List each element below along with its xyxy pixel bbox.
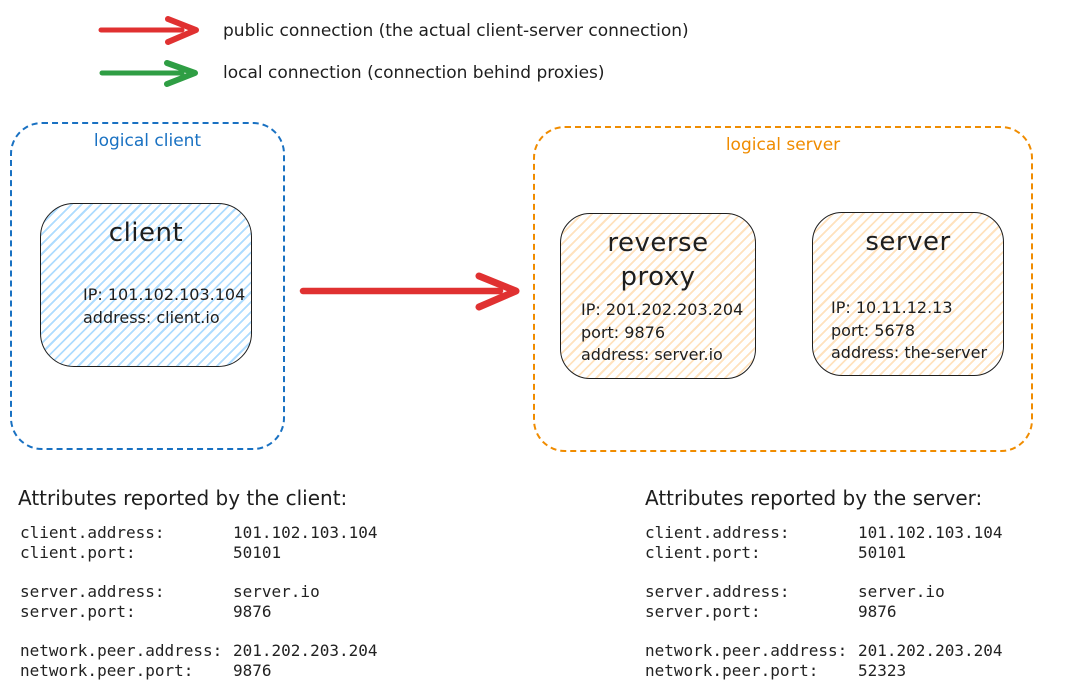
server-attributes-heading: Attributes reported by the server: <box>645 486 983 510</box>
attribute-group: client.address: 101.102.103.104 client.p… <box>20 523 378 563</box>
logical-client-group: logical client <box>10 122 285 450</box>
server-ip: IP: 10.11.12.13 <box>831 298 953 317</box>
local-connection-label: local connection (connection behind prox… <box>223 63 605 83</box>
attribute-label: client.address: <box>645 523 790 542</box>
server-node-title: server <box>865 227 951 257</box>
attribute-value: 50101 <box>858 543 907 562</box>
server-address: address: the-server <box>831 343 988 362</box>
client-attributes-heading: Attributes reported by the client: <box>18 486 348 510</box>
attribute-row: client.address: 101.102.103.104 <box>645 523 1003 543</box>
attribute-row: network.peer.address: 201.202.203.204 <box>645 641 1003 661</box>
attribute-group: network.peer.address: 201.202.203.204 ne… <box>645 641 1003 681</box>
server-node-info: IP: 10.11.12.13 port: 5678 address: the-… <box>831 297 987 365</box>
attribute-row: network.peer.address: 201.202.203.204 <box>20 641 378 661</box>
client-ip: IP: 101.102.103.104 <box>83 285 246 304</box>
proxy-port: port: 9876 <box>581 322 665 342</box>
client-attributes-table: client.address: 101.102.103.104 client.p… <box>20 523 378 691</box>
logical-client-label: logical client <box>93 131 202 151</box>
attribute-row: client.port: 50101 <box>20 543 378 563</box>
server-port: port: 5678 <box>831 320 915 340</box>
attribute-row: server.address: server.io <box>645 582 1003 602</box>
proxy-ip: IP: 201.202.203.204 <box>581 300 744 319</box>
reverse-proxy-node-title: reverse proxy <box>607 228 709 292</box>
server-attributes-table: client.address: 101.102.103.104 client.p… <box>645 523 1003 691</box>
proxy-address: address: server.io <box>581 345 723 364</box>
attribute-row: server.address: server.io <box>20 582 378 602</box>
attribute-label: network.peer.port: <box>20 661 194 680</box>
attribute-row: server.port: 9876 <box>20 602 378 622</box>
attribute-label: client.port: <box>645 543 761 562</box>
attribute-value: server.io <box>858 582 945 601</box>
attribute-group: server.address: server.io server.port: 9… <box>645 582 1003 622</box>
attribute-label: network.peer.port: <box>645 661 819 680</box>
attribute-value: 9876 <box>233 661 272 680</box>
server-node: server IP: 10.11.12.13 port: 5678 addres… <box>812 212 1004 376</box>
attribute-row: client.port: 50101 <box>645 543 1003 563</box>
attribute-label: network.peer.address: <box>20 641 223 660</box>
attribute-group: network.peer.address: 201.202.203.204 ne… <box>20 641 378 681</box>
attribute-value: 101.102.103.104 <box>233 523 378 542</box>
reverse-proxy-node: reverse proxy IP: 201.202.203.204 port: … <box>560 213 756 379</box>
attribute-value: 201.202.203.204 <box>858 641 1003 660</box>
logical-server-label: logical server <box>725 135 841 155</box>
attribute-row: client.address: 101.102.103.104 <box>20 523 378 543</box>
attribute-label: client.address: <box>20 523 165 542</box>
attribute-value: 9876 <box>233 602 272 621</box>
client-address: address: client.io <box>83 307 220 327</box>
attribute-value: 101.102.103.104 <box>858 523 1003 542</box>
reverse-proxy-node-info: IP: 201.202.203.204 port: 9876 address: … <box>581 299 743 367</box>
client-node-title: client <box>108 218 184 248</box>
attribute-value: 201.202.203.204 <box>233 641 378 660</box>
attribute-group: server.address: server.io server.port: 9… <box>20 582 378 622</box>
attribute-label: network.peer.address: <box>645 641 848 660</box>
attribute-value: 50101 <box>233 543 282 562</box>
attribute-row: server.port: 9876 <box>645 602 1003 622</box>
attribute-value: 52323 <box>858 661 907 680</box>
attribute-value: server.io <box>233 582 320 601</box>
local-connection-arrow-icon <box>99 60 198 87</box>
attribute-label: server.port: <box>20 602 136 621</box>
public-connection-arrow <box>299 272 520 311</box>
public-connection-label: public connection (the actual client-ser… <box>223 21 689 41</box>
client-node-info: IP: 101.102.103.104 address: client.io <box>83 284 245 329</box>
attribute-value: 9876 <box>858 602 897 621</box>
attribute-label: server.address: <box>20 582 165 601</box>
attribute-row: network.peer.port: 52323 <box>645 661 1003 681</box>
attribute-group: client.address: 101.102.103.104 client.p… <box>645 523 1003 563</box>
attribute-row: network.peer.port: 9876 <box>20 661 378 681</box>
public-connection-arrow-icon <box>98 16 199 45</box>
client-node: client IP: 101.102.103.104 address: clie… <box>40 203 252 367</box>
attribute-label: server.port: <box>645 602 761 621</box>
attribute-label: client.port: <box>20 543 136 562</box>
attribute-label: server.address: <box>645 582 790 601</box>
logical-server-group: logical server <box>533 126 1033 452</box>
